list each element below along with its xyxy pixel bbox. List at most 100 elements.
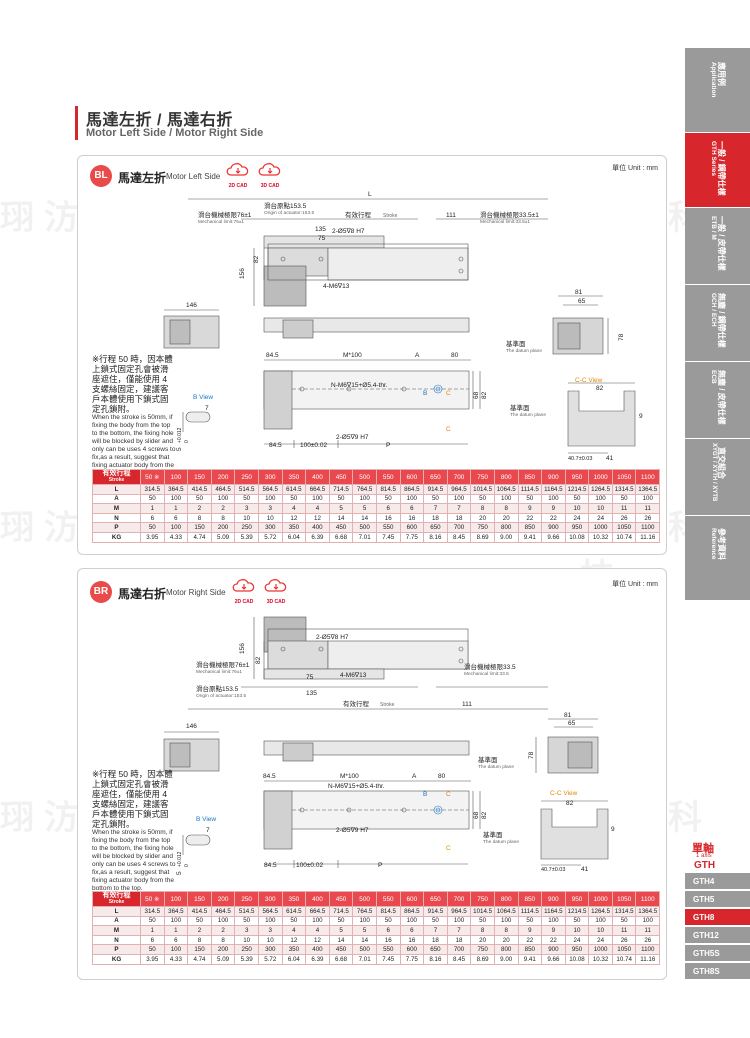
table-cell: 764.5 (352, 484, 377, 495)
model-tab-gth4[interactable]: GTH4 (685, 873, 750, 890)
stroke-cell: 500 (352, 891, 377, 907)
table-cell: 950 (564, 522, 590, 533)
table-cell: 1214.5 (564, 906, 590, 917)
unit-label: 單位 Unit : mm (612, 165, 658, 172)
table-cell: 150 (187, 522, 212, 533)
table-cell: 100 (588, 493, 613, 505)
table-cell: 9.66 (541, 953, 566, 965)
table-cell: 10.08 (564, 531, 590, 543)
table-cell: 10.74 (611, 953, 637, 965)
table-cell: 10 (588, 925, 613, 936)
table-cell: 100 (210, 915, 236, 927)
table-cell: 10 (234, 934, 259, 946)
model-tab-gth8[interactable]: GTH8 (685, 909, 750, 926)
model-tab-gth12[interactable]: GTH12 (685, 927, 750, 944)
dim-100: 100±0.02 (296, 862, 323, 869)
cc-view-label: C-C View (550, 790, 578, 797)
table-cell: 8.16 (423, 531, 448, 543)
table-cell: 400 (305, 944, 330, 955)
sidebar-tab-label-en: ETB / M (710, 216, 717, 240)
stroke-cell: 700 (446, 891, 472, 907)
model-tab-gth5s[interactable]: GTH5S (685, 945, 750, 962)
label-B: B (423, 791, 427, 798)
table-cell: 5.09 (210, 531, 236, 543)
table-cell: 50 (564, 493, 590, 505)
table-cell: 11.16 (635, 531, 661, 543)
table-cell: 4.33 (163, 531, 189, 543)
datum-label-2-en: The datum plane (510, 412, 546, 418)
datum-label-2: 基準面 (510, 403, 530, 412)
table-cell: 12 (305, 512, 330, 524)
table-cell: 1214.5 (564, 484, 590, 495)
table-cell: 1364.5 (635, 906, 661, 917)
table-cell: 4.74 (187, 531, 212, 543)
table-cell: 14 (328, 934, 354, 946)
table-cell: 100 (399, 493, 425, 505)
table-cell: 4 (305, 925, 330, 936)
table-cell: 3 (257, 925, 283, 936)
dim-P: P (386, 442, 390, 449)
br-2d-cad-button[interactable]: 2D CAD (230, 577, 258, 605)
br-3d-cad-button[interactable]: 3D CAD (262, 577, 290, 605)
stroke-cell: 300 (257, 469, 283, 485)
table-cell: 10.74 (611, 531, 637, 543)
sidebar-tab-label-cn: 直交組合 (717, 447, 726, 479)
dim-65: 65 (568, 720, 576, 727)
bl-title-en: Motor Left Side (166, 172, 221, 181)
sidebar-tab-label-cn: 無塵 / 鋼帶仕樣 (717, 293, 726, 348)
model-tab-gth5[interactable]: GTH5 (685, 891, 750, 908)
sidebar-tab-label-en: GTH Series (710, 141, 717, 177)
stroke-cell: 200 (210, 891, 236, 907)
sidebar-tab-label-en: Reference (710, 528, 717, 560)
dim-82b: 82 (481, 391, 488, 399)
table-cell: 450 (328, 522, 354, 533)
model-tab-gth8s[interactable]: GTH8S (685, 963, 750, 980)
table-cell: 14 (328, 512, 354, 524)
table-cell: 26 (611, 934, 637, 946)
table-cell: 50 (140, 944, 165, 955)
table-cell: 764.5 (352, 906, 377, 917)
dim-40-7: 40.7±0.03 (541, 867, 565, 873)
table-cell: 50 (564, 915, 590, 927)
dim-84-5b: 84.5 (269, 442, 282, 449)
bl-2d-cad-button[interactable]: 2D CAD (224, 161, 252, 189)
table-cell: 100 (305, 493, 330, 505)
bl-3d-cad-button[interactable]: 3D CAD (256, 161, 284, 189)
dim-9: 9 (611, 826, 615, 833)
dim-80: 80 (438, 773, 446, 780)
table-cell: 564.5 (257, 484, 283, 495)
table-cell: 250 (234, 522, 259, 533)
table-cell: 11 (611, 503, 637, 514)
table-cell: 50 (140, 915, 165, 927)
table-cell: 22 (541, 512, 566, 524)
dim-84-5: 84.5 (263, 773, 276, 780)
table-cell: 450 (328, 944, 354, 955)
stroke-cell: 200 (210, 469, 236, 485)
dim-origin: 滑台原點153.5 (196, 684, 239, 693)
table-cell: 9.66 (541, 531, 566, 543)
table-cell: 200 (210, 944, 236, 955)
axis-label-cn: 單軸 (692, 843, 714, 855)
table-cell: 50 (423, 493, 448, 505)
table-cell: 400 (305, 522, 330, 533)
table-cell: 50 (517, 493, 543, 505)
dim-stroke-en: Stroke (383, 213, 398, 219)
dim-82: 82 (253, 255, 260, 263)
table-cell: 50 (470, 493, 495, 505)
table-cell: 314.5 (140, 484, 165, 495)
row-label: P (92, 522, 141, 533)
table-cell: 350 (281, 944, 307, 955)
unit-label: 單位 Unit : mm (612, 581, 658, 588)
cloud-download-icon (264, 579, 287, 592)
